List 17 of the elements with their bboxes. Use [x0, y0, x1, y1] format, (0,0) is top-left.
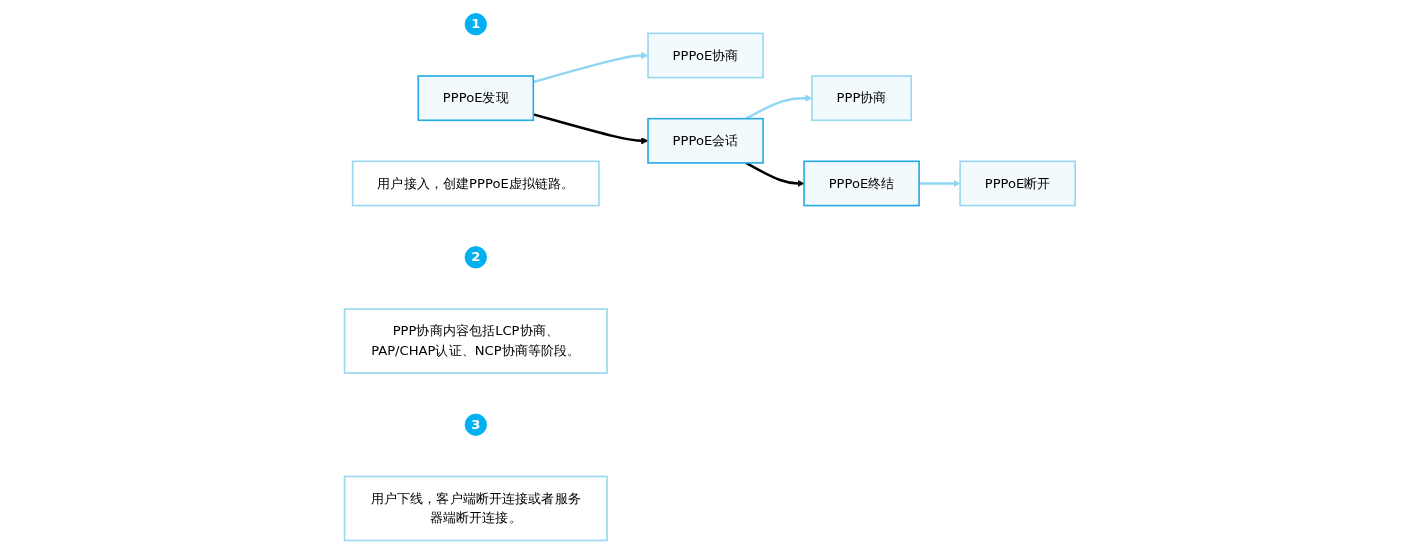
node-box: PPP协商 [811, 75, 913, 122]
node-circle: 2 [464, 246, 488, 269]
node-circle: 1 [464, 13, 488, 36]
node-box: 用户下线，客户端断开连接或者服务器端断开连接。 [343, 475, 608, 542]
arrow [745, 161, 805, 188]
arrow [745, 94, 813, 120]
node-box: PPPoE协商 [647, 32, 764, 79]
node-box: PPPoE断开 [959, 160, 1077, 207]
node-box: PPP协商内容包括LCP协商、PAP/CHAP认证、NCP协商等阶段。 [343, 308, 608, 374]
node-box: PPPoE终结 [803, 160, 921, 207]
node-box: 用户接入，创建PPPoE虚拟链路。 [351, 160, 600, 207]
node-circle: 3 [464, 413, 488, 436]
node-box: PPPoE发现 [417, 75, 535, 122]
node-box: PPPoE会话 [647, 117, 764, 164]
arrow [533, 113, 649, 145]
arrow [919, 179, 961, 188]
arrow [533, 51, 649, 84]
